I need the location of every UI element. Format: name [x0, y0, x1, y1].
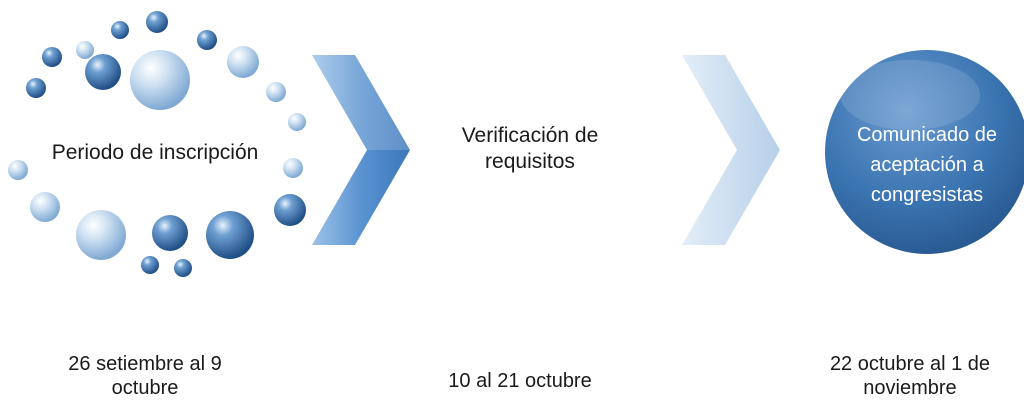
bubble-icon	[111, 21, 129, 39]
bubble-icon	[283, 158, 303, 178]
date-label-comunicado: 22 octubre al 1 de noviembre	[829, 353, 991, 399]
bubble-icon	[141, 256, 159, 274]
bubble-icon	[197, 30, 217, 50]
bubble-cycle-icon	[8, 11, 306, 277]
bubble-icon	[174, 259, 192, 277]
bubble-icon	[206, 211, 254, 259]
bubble-icon	[227, 46, 259, 78]
bubble-icon	[85, 54, 121, 90]
bubble-icon	[42, 47, 62, 67]
bubble-icon	[26, 78, 46, 98]
bubble-icon	[30, 192, 60, 222]
bubble-icon	[130, 50, 190, 110]
bubble-icon	[8, 160, 28, 180]
chevron-right-icon	[682, 55, 780, 245]
bubble-icon	[152, 215, 188, 251]
circle-node-icon	[825, 50, 1024, 254]
stage-label-verificacion: Verificación de requisitos	[461, 124, 599, 173]
bubble-icon	[76, 41, 94, 59]
date-label-verificacion: 10 al 21 octubre	[448, 370, 592, 392]
bubble-icon	[266, 82, 286, 102]
date-label-inscripcion: 26 setiembre al 9 octubre	[68, 353, 222, 399]
chevron-highlight	[312, 55, 410, 150]
bubble-icon	[274, 194, 306, 226]
bubble-icon	[288, 113, 306, 131]
circle-highlight	[840, 60, 980, 130]
stage-label-inscripcion: Periodo de inscripción	[51, 141, 259, 164]
bubble-icon	[76, 210, 126, 260]
bubble-icon	[146, 11, 168, 33]
chevron-right-icon	[312, 55, 410, 245]
stage-label-comunicado: Comunicado de aceptación a congresistas	[856, 124, 998, 206]
